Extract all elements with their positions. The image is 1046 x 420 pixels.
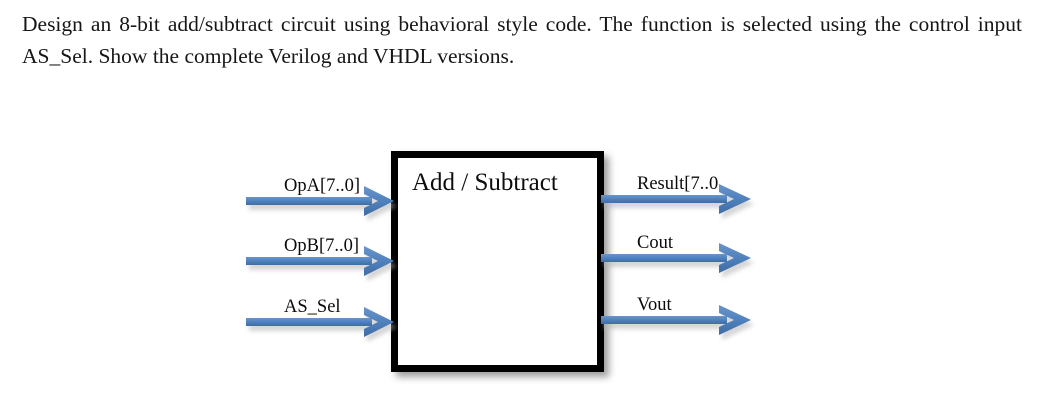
output-signal-result[interactable]: Result[7..0 [601, 173, 771, 219]
module-block[interactable]: Add / Subtract [391, 151, 604, 372]
input-label-as-sel: AS_Sel [284, 297, 341, 317]
output-label-vout: Vout [637, 295, 672, 315]
output-signal-vout[interactable]: Vout [601, 294, 761, 340]
output-signal-cout[interactable]: Cout [601, 232, 761, 278]
output-label-result: Result[7..0 [637, 174, 719, 194]
output-label-cout: Cout [637, 233, 673, 253]
input-signal-as-sel[interactable]: AS_Sel [246, 296, 406, 342]
input-label-opb: OpB[7..0] [284, 236, 360, 256]
input-signal-opb[interactable]: OpB[7..0] [246, 235, 406, 281]
arrow-right-icon [246, 307, 394, 337]
arrow-right-icon [601, 305, 751, 335]
arrow-right-icon [601, 243, 751, 273]
module-title: Add / Subtract [412, 169, 558, 196]
arrow-right-icon [601, 184, 751, 214]
input-label-opa: OpA[7..0] [284, 176, 361, 196]
input-signal-opa[interactable]: OpA[7..0] [246, 175, 406, 221]
question-text: Design an 8-bit add/subtract circuit usi… [22, 12, 1022, 68]
arrow-right-icon [246, 186, 394, 216]
arrow-right-icon [246, 246, 394, 276]
